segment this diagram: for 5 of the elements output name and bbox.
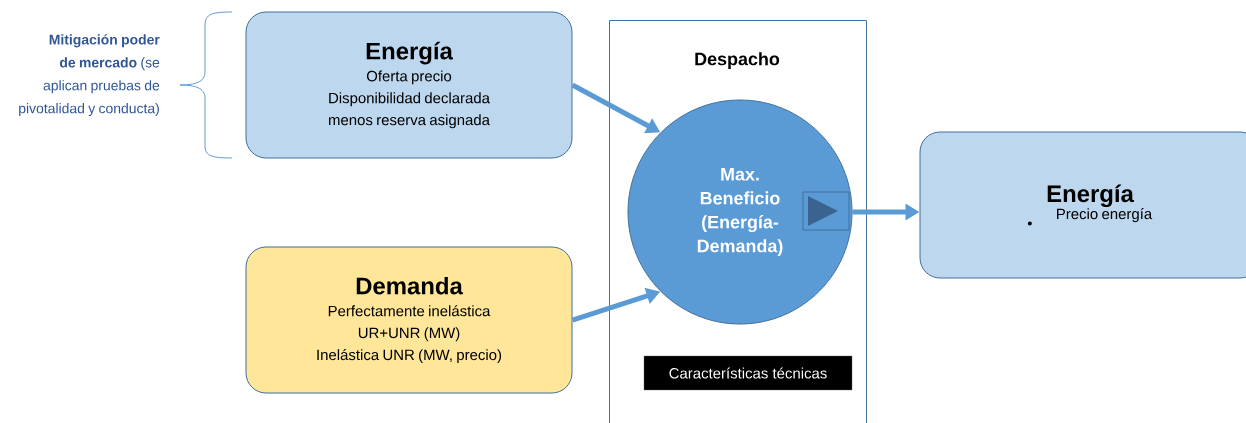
side-note: Mitigación poder de mercado (se aplican pruebas de pivotalidad y conducta): [19, 34, 160, 117]
input-box: Energía Oferta precio Disponibilidad declarada menos reserva asignada: [245, 11, 573, 159]
output-box: Energía Precio energía: [919, 131, 1246, 279]
caption-tag: Características técnicas: [643, 355, 853, 391]
input-box: Demanda Perfectamente inelástica UR+UNR (MW) Inelástica UNR (MW, precio): [245, 246, 573, 394]
